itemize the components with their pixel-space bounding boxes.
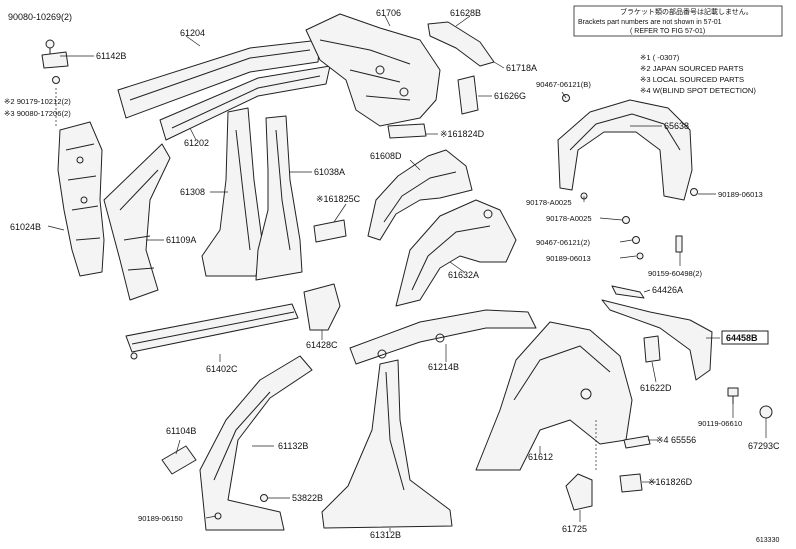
part-61038a[interactable] xyxy=(255,115,303,281)
legend-item-3: ※3 LOCAL SOURCED PARTS xyxy=(640,75,744,84)
part-61428c[interactable] xyxy=(303,283,341,331)
part-61308[interactable] xyxy=(201,107,263,277)
legend-item-4: ※4 W(BLIND SPOT DETECTION) xyxy=(640,86,756,95)
part-61024b[interactable] xyxy=(55,88,105,277)
label-61142b[interactable]: 61142B xyxy=(96,51,126,61)
part-61214b[interactable] xyxy=(349,309,537,365)
part-61132b[interactable] xyxy=(199,355,313,531)
part-64426a[interactable] xyxy=(611,285,645,299)
label-65638[interactable]: 65638 xyxy=(664,121,689,131)
part-61312b[interactable] xyxy=(321,359,453,529)
legend-item-2: ※2 JAPAN SOURCED PARTS xyxy=(640,64,743,73)
part-clip-90080[interactable] xyxy=(45,39,55,56)
label-64426a[interactable]: 64426A xyxy=(652,285,683,295)
figure-number: 613330 xyxy=(756,537,779,544)
notice-line-1: ブラケット類の部品番号は記載しません。 xyxy=(620,7,753,16)
part-61142b[interactable] xyxy=(41,51,69,84)
part-61825c[interactable] xyxy=(313,219,347,243)
part-67293c[interactable] xyxy=(759,405,773,419)
notice-line-2: Brackets part numbers are not shown in 5… xyxy=(578,19,722,26)
label-90467-06121-2[interactable]: 90467-06121(2) xyxy=(536,238,591,247)
part-61626g[interactable] xyxy=(457,75,479,115)
label-61622d[interactable]: 61622D xyxy=(640,383,672,393)
part-61725[interactable] xyxy=(565,473,593,511)
part-61826d[interactable] xyxy=(619,473,643,493)
label-61109a[interactable]: 61109A xyxy=(166,235,196,245)
label-61312b[interactable]: 61312B xyxy=(370,530,401,540)
label-90178-a0025-b[interactable]: 90178-A0025 xyxy=(546,214,592,223)
label-61608d[interactable]: 61608D xyxy=(370,151,402,161)
part-61632a[interactable] xyxy=(395,199,517,307)
part-65556[interactable] xyxy=(623,435,651,449)
notice-box: ブラケット類の部品番号は記載しません。 Brackets part number… xyxy=(573,5,783,37)
label-90467-06121b[interactable]: 90467-06121(B) xyxy=(536,80,591,89)
part-61608d[interactable] xyxy=(367,149,473,241)
part-61202[interactable] xyxy=(159,65,331,141)
label-90119-06610[interactable]: 90119-06610 xyxy=(698,419,742,428)
label-61826d[interactable]: ※161826D xyxy=(648,477,693,487)
label-61132b[interactable]: 61132B xyxy=(278,441,308,451)
label-61202[interactable]: 61202 xyxy=(184,138,209,148)
part-61612[interactable] xyxy=(475,321,633,471)
fasteners-liner[interactable] xyxy=(562,94,698,260)
part-90119-bolt[interactable] xyxy=(727,387,739,404)
part-53822b[interactable] xyxy=(260,494,268,502)
label-61612[interactable]: 61612 xyxy=(528,452,553,462)
label-61308[interactable]: 61308 xyxy=(180,187,205,197)
label-61204[interactable]: 61204 xyxy=(180,28,205,38)
legend: ※1 ( -0307) ※2 JAPAN SOURCED PARTS ※3 LO… xyxy=(640,53,756,95)
part-61706[interactable] xyxy=(305,13,441,127)
label-64458b-box[interactable]: 64458B xyxy=(721,330,769,345)
part-61402c[interactable] xyxy=(125,303,299,360)
label-53822b[interactable]: 53822B xyxy=(292,493,323,503)
label-65556[interactable]: ※4 65556 xyxy=(656,435,696,445)
label-90159-60498[interactable]: 90159-60498(2) xyxy=(648,269,703,278)
part-61104b[interactable] xyxy=(161,445,197,475)
label-61825c[interactable]: ※161825C xyxy=(316,194,361,204)
label-61428c[interactable]: 61428C xyxy=(306,340,338,350)
part-64458b[interactable] xyxy=(601,299,713,381)
label-61104b[interactable]: 61104B xyxy=(166,426,196,436)
label-61725[interactable]: 61725 xyxy=(562,524,587,534)
label-90189-06013-b[interactable]: 90189-06013 xyxy=(546,254,591,263)
part-61204[interactable] xyxy=(117,39,321,119)
label-90189-06013-a[interactable]: 90189-06013 xyxy=(718,190,763,199)
label-61628b[interactable]: 61628B xyxy=(450,8,481,18)
label-90179-10212[interactable]: ※2 90179-10212(2) xyxy=(4,97,71,106)
part-65638[interactable] xyxy=(557,99,693,201)
label-61632a[interactable]: 61632A xyxy=(448,270,479,280)
part-61824d[interactable] xyxy=(387,123,427,139)
label-90080-17206[interactable]: ※3 90080-17206(2) xyxy=(4,109,71,118)
part-labels: 90080-10269(2) 61142B 61204 61706 61628B… xyxy=(4,8,780,544)
label-90080-10269[interactable]: 90080-10269(2) xyxy=(8,12,72,22)
label-61706[interactable]: 61706 xyxy=(376,8,401,18)
label-90189-06150[interactable]: 90189-06150 xyxy=(138,514,183,523)
label-61626g[interactable]: 61626G xyxy=(494,91,526,101)
label-61824d[interactable]: ※161824D xyxy=(440,129,485,139)
label-61024b[interactable]: 61024B xyxy=(10,222,41,232)
leader-lines xyxy=(47,15,767,532)
part-61628b[interactable] xyxy=(427,21,495,67)
label-61402c[interactable]: 61402C xyxy=(206,364,238,374)
label-61214b[interactable]: 61214B xyxy=(428,362,459,372)
part-61109a[interactable] xyxy=(103,143,171,301)
legend-item-1: ※1 ( -0307) xyxy=(640,53,680,62)
label-61718a[interactable]: 61718A xyxy=(506,63,537,73)
label-64458b[interactable]: 64458B xyxy=(726,333,758,343)
part-61622d[interactable] xyxy=(643,335,661,363)
label-67293c[interactable]: 67293C xyxy=(748,441,780,451)
label-90178-a0025-a[interactable]: 90178-A0025 xyxy=(526,198,572,207)
label-61038a[interactable]: 61038A xyxy=(314,167,345,177)
notice-line-3: ( REFER TO FIG 57-01) xyxy=(630,28,705,35)
